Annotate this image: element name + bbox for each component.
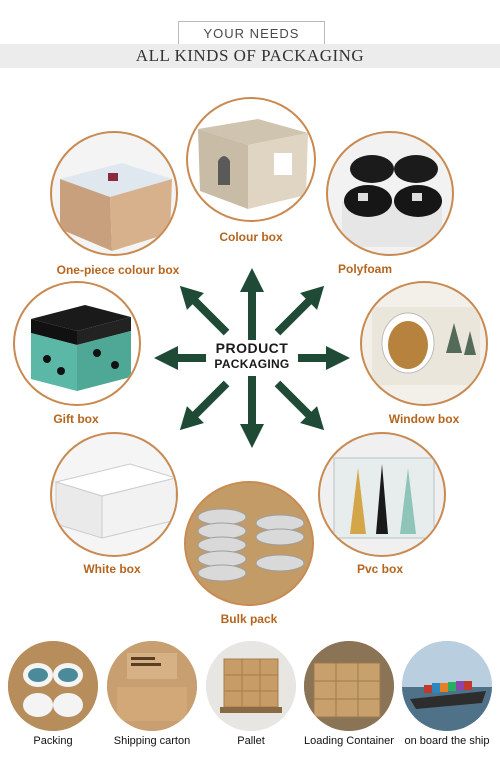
arrow-up [240, 268, 264, 340]
shipping-carton-image [107, 641, 197, 731]
one-piece-image [50, 131, 178, 256]
center-label: PRODUCT PACKAGING [200, 340, 304, 372]
header-tab: YOUR NEEDS [178, 21, 325, 45]
packing-image [8, 641, 98, 731]
pallet-image [206, 641, 296, 731]
gift-box-label: Gift box [53, 412, 99, 426]
arrow-left [154, 346, 206, 370]
window-box-image [360, 281, 488, 406]
arrow-down [240, 376, 264, 448]
center-line1: PRODUCT [215, 340, 289, 356]
arrow-up-right [274, 285, 325, 336]
polyfoam-image [326, 131, 454, 256]
arrow-down-right [274, 380, 325, 431]
pvc-box-image [318, 432, 446, 557]
white-box-label: White box [83, 562, 141, 576]
arrow-down-left [179, 380, 230, 431]
arrow-right [298, 346, 350, 370]
colour-box-image [186, 97, 316, 222]
loading-container-image [304, 641, 394, 731]
bottom-label-pallet: Pallet [237, 735, 265, 747]
polyfoam-label: Polyfoam [337, 262, 392, 276]
page-title: ALL KINDS OF PACKAGING [135, 46, 365, 65]
window-box-label: Window box [388, 412, 460, 426]
header-band: ALL KINDS OF PACKAGING [0, 44, 500, 68]
bulk-pack-label: Bulk pack [220, 612, 278, 626]
bottom-label-packing: Packing [33, 735, 73, 747]
bulk-pack-image [184, 481, 314, 606]
pvc-box-label: Pvc box [356, 562, 404, 576]
center-line2: PACKAGING [214, 357, 290, 371]
header-top-text: YOUR NEEDS [203, 26, 300, 41]
white-box-image [50, 432, 178, 557]
gift-box-image [13, 281, 141, 406]
one-piece-label: One-piece colour box [56, 263, 180, 277]
on-board-ship-image [402, 641, 492, 731]
bottom-label-on-board-ship: on board the ship [404, 735, 490, 747]
bottom-label-loading-container: Loading Container [304, 735, 394, 747]
colour-box-label: Colour box [219, 230, 283, 244]
bottom-label-shipping-carton: Shipping carton [113, 735, 191, 747]
arrow-up-left [179, 285, 230, 336]
